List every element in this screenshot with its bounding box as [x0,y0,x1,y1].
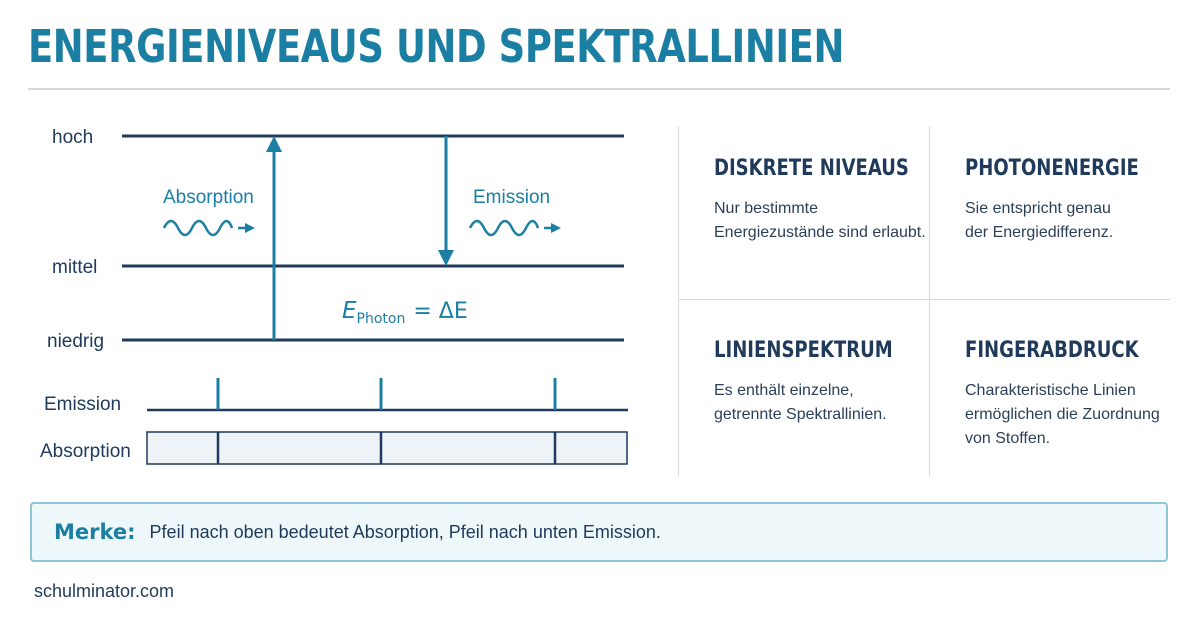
card-text-line: Energiezustände sind erlaubt. [714,224,926,241]
absorption-arrowhead-icon [266,136,282,152]
card-text: Nur bestimmte Energiezustände sind erlau… [714,197,934,245]
level-label-high: hoch [52,127,93,148]
level-label-mid: mittel [52,257,97,278]
card-title: PHOTONENERGIE [965,156,1139,181]
card-text-line: von Stoffen. [965,430,1051,447]
formula-symbol: E [342,298,357,324]
footer-source: schulminator.com [34,581,175,601]
emission-arrowhead-icon [438,250,454,266]
title-divider [28,88,1170,90]
formula-rhs: = ΔE [413,299,467,324]
card-text-line: Es enthält einzelne, [714,382,854,399]
info-grid: DISKRETE NIVEAUS Nur bestimmte Energiezu… [678,126,1170,476]
card-text-line: der Energiedifferenz. [965,224,1114,241]
card-text-line: Nur bestimmte [714,200,819,217]
emission-spectrum-label: Emission [44,394,121,415]
photon-energy-formula: EPhoton = ΔE [342,298,468,327]
absorption-photon-wave-icon [162,219,255,237]
formula-subscript: Photon [357,311,406,327]
card-text: Es enthält einzelne, getrennte Spektrall… [714,379,934,427]
card-text: Sie entspricht genau der Energiedifferen… [965,197,1185,245]
card-title: FINGERABDRUCK [965,338,1139,363]
card-text-line: getrennte Spektrallinien. [714,406,887,423]
page-title: ENERGIENIVEAUS UND SPEKTRALLINIEN [28,20,844,73]
card-text-line: ermöglichen die Zuordnung [965,406,1160,423]
note-text: Pfeil nach oben bedeutet Absorption, Pfe… [149,521,661,542]
absorption-spectrum-band [146,431,628,465]
card-discrete-levels: DISKRETE NIVEAUS Nur bestimmte Energiezu… [714,156,934,245]
level-label-low: niedrig [47,331,104,352]
grid-divider-middle [929,126,930,476]
card-photon-energy: PHOTONENERGIE Sie entspricht genau der E… [965,156,1185,245]
emission-photon-wave-icon [468,219,561,237]
card-title: LINIENSPEKTRUM [714,338,893,363]
grid-divider-left [678,126,679,476]
card-title: DISKRETE NIVEAUS [714,156,909,181]
card-text-line: Sie entspricht genau [965,200,1111,217]
emission-label: Emission [473,187,550,208]
note-label: Merke: [54,520,136,544]
energy-level-diagram: hoch mittel niedrig Absorption Emission … [40,127,628,465]
absorption-label: Absorption [163,187,254,208]
card-text-line: Charakteristische Linien [965,382,1136,399]
card-text: Charakteristische Linien ermöglichen die… [965,379,1185,451]
grid-divider-horizontal [678,299,1170,300]
card-line-spectrum: LINIENSPEKTRUM Es enthält einzelne, getr… [714,338,934,427]
remember-note: Merke: Pfeil nach oben bedeutet Absorpti… [30,502,1168,562]
absorption-spectrum-label: Absorption [40,441,131,462]
card-fingerprint: FINGERABDRUCK Charakteristische Linien e… [965,338,1185,451]
